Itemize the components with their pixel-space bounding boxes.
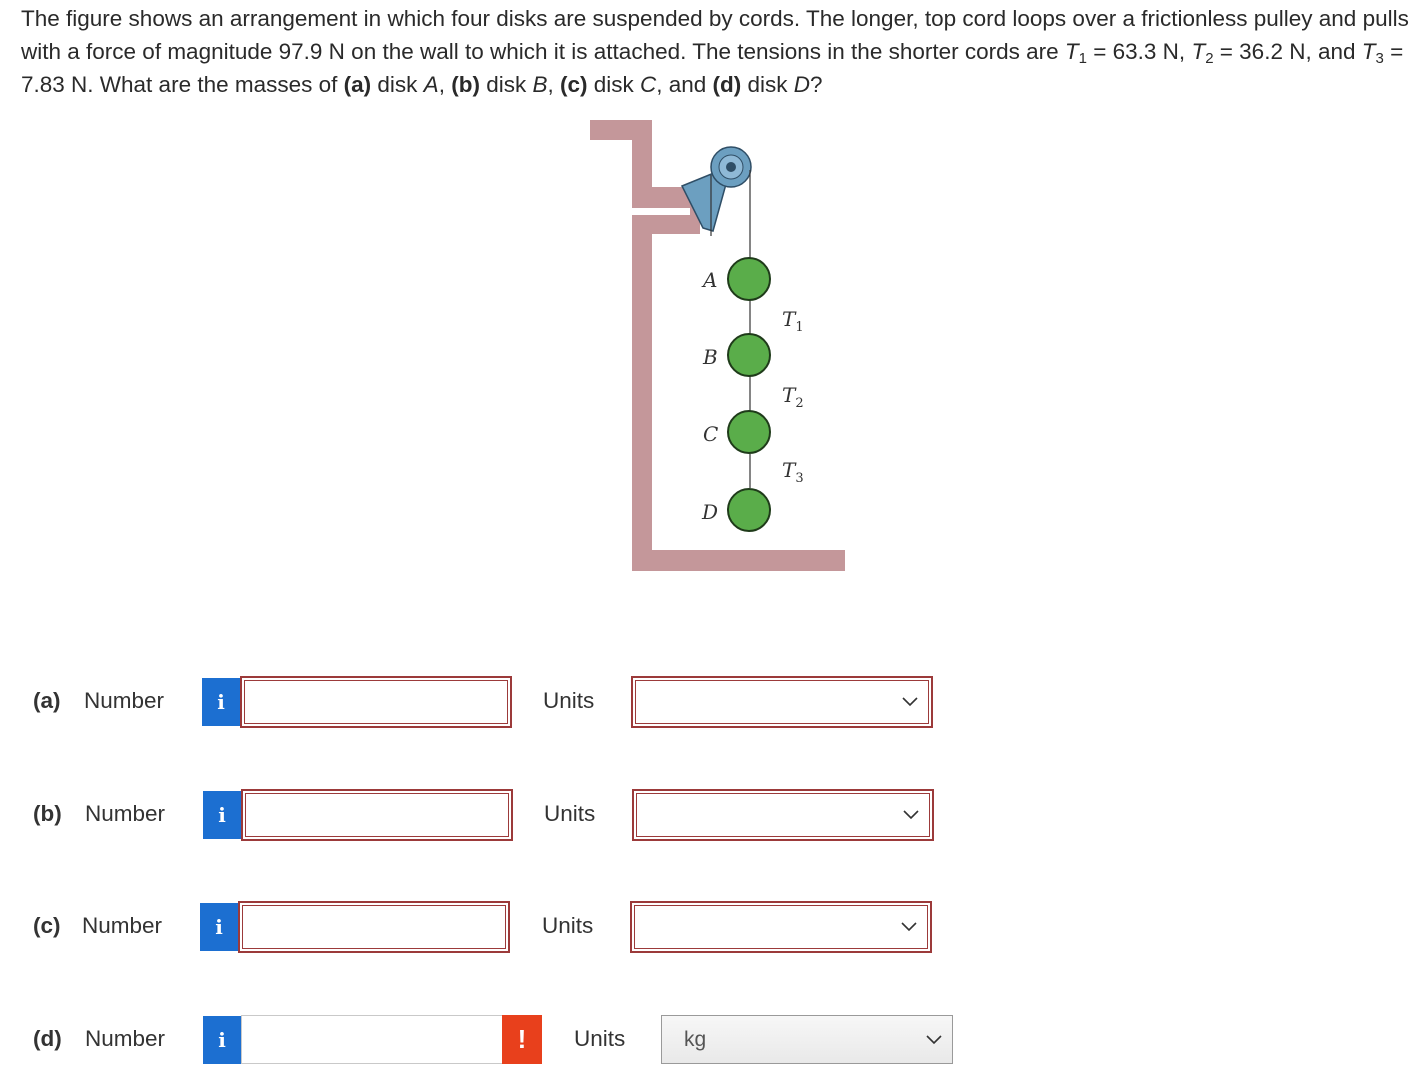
disk-label-b: B bbox=[702, 345, 718, 369]
number-label-d: Number bbox=[85, 1026, 166, 1051]
chevron-down-icon bbox=[902, 697, 918, 707]
number-input-d[interactable] bbox=[241, 1015, 503, 1064]
alert-button-d[interactable]: ! bbox=[502, 1015, 542, 1064]
disk-b bbox=[727, 333, 771, 377]
tension-label-t2: T2 bbox=[782, 383, 804, 411]
number-label-c: Number bbox=[82, 913, 163, 938]
info-icon: i bbox=[217, 690, 225, 714]
units-label-b: Units bbox=[544, 801, 596, 826]
answer-row-c: (c) Number i Units bbox=[0, 901, 1000, 953]
info-button-a[interactable]: i bbox=[202, 678, 240, 726]
part-label-c: (c) bbox=[33, 913, 61, 938]
chevron-down-icon bbox=[926, 1034, 942, 1044]
answer-row-a: (a) Number i Units bbox=[0, 676, 1000, 728]
info-button-c[interactable]: i bbox=[200, 903, 238, 951]
units-label-a: Units bbox=[543, 688, 595, 713]
units-select-c[interactable] bbox=[630, 901, 932, 953]
wall bbox=[590, 120, 845, 571]
number-label-a: Number bbox=[84, 688, 165, 713]
chevron-down-icon bbox=[903, 810, 919, 820]
number-input-b[interactable] bbox=[241, 789, 513, 841]
pulley bbox=[710, 146, 752, 188]
question-text: The figure shows an arrangement in which… bbox=[21, 6, 1409, 97]
answer-row-d: (d) Number i ! Units kg bbox=[0, 1014, 1000, 1066]
problem-figure: A B C D T1 T2 T3 bbox=[590, 120, 845, 571]
disk-label-d: D bbox=[701, 500, 718, 524]
info-icon: i bbox=[218, 803, 226, 827]
disk-a bbox=[727, 257, 771, 301]
chevron-down-icon bbox=[901, 922, 917, 932]
number-input-c[interactable] bbox=[238, 901, 510, 953]
number-input-a[interactable] bbox=[240, 676, 512, 728]
info-button-b[interactable]: i bbox=[203, 791, 241, 839]
units-select-b[interactable] bbox=[632, 789, 934, 841]
units-label-c: Units bbox=[542, 913, 594, 938]
disk-label-a: A bbox=[701, 268, 717, 292]
part-label-b: (b) bbox=[33, 801, 62, 826]
disk-c bbox=[727, 410, 771, 454]
info-icon: i bbox=[218, 1028, 226, 1052]
units-select-d[interactable]: kg bbox=[661, 1015, 953, 1064]
part-label-d: (d) bbox=[33, 1026, 62, 1051]
disk-d bbox=[727, 488, 771, 532]
exclamation-icon: ! bbox=[517, 1024, 527, 1054]
part-label-a: (a) bbox=[33, 688, 61, 713]
disk-label-c: C bbox=[703, 422, 718, 446]
tension-label-t3: T3 bbox=[782, 458, 804, 486]
info-icon: i bbox=[215, 915, 223, 939]
units-select-d-value: kg bbox=[684, 1028, 707, 1051]
number-label-b: Number bbox=[85, 801, 166, 826]
answer-row-b: (b) Number i Units bbox=[0, 789, 1000, 841]
units-select-a[interactable] bbox=[631, 676, 933, 728]
info-button-d[interactable]: i bbox=[203, 1016, 241, 1064]
units-label-d: Units bbox=[574, 1026, 626, 1051]
tension-label-t1: T1 bbox=[782, 307, 804, 335]
